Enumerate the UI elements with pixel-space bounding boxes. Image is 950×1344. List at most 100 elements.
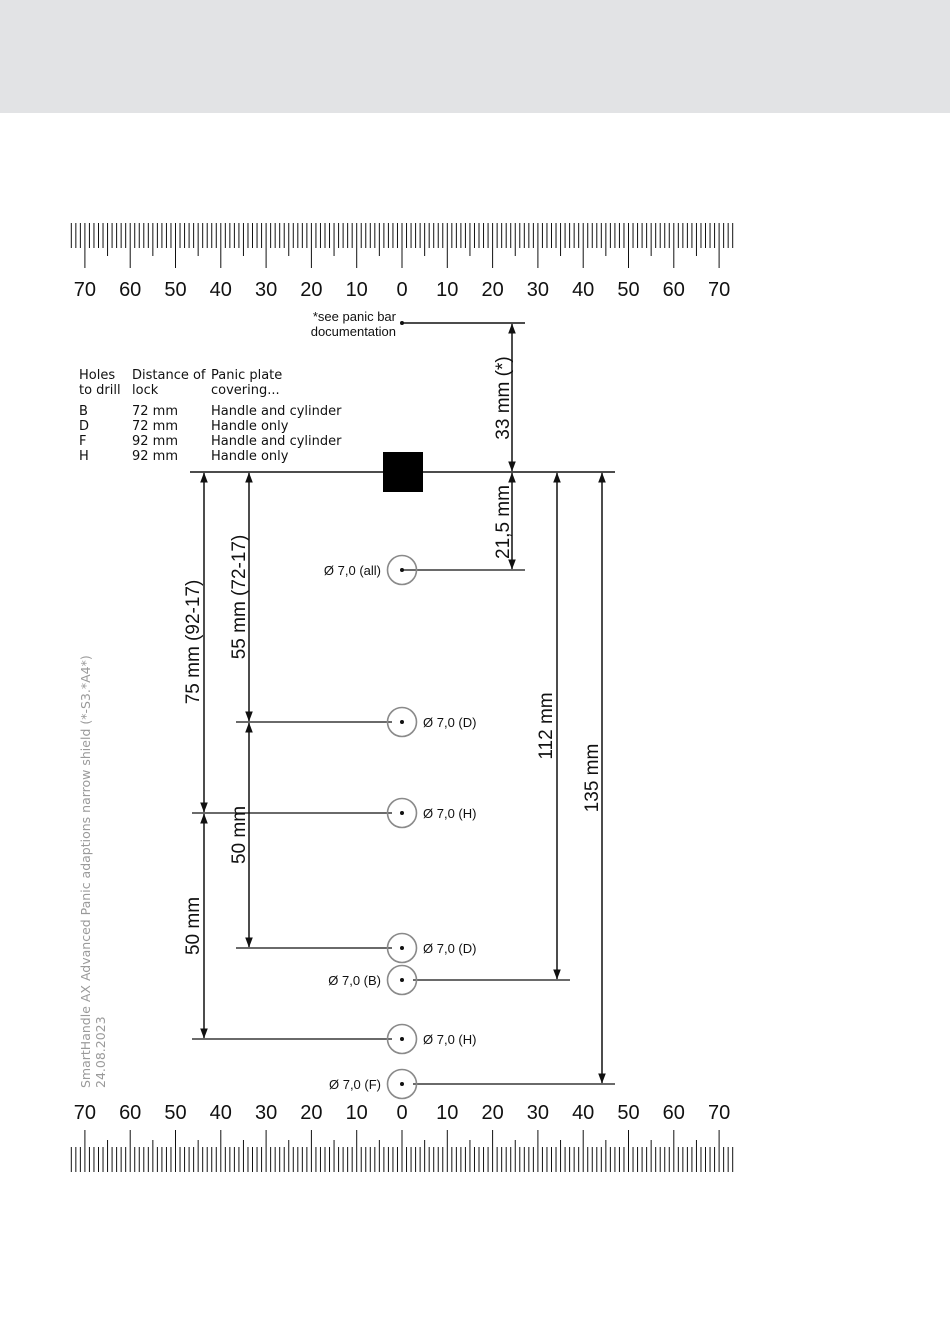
extension-lines	[192, 569, 615, 1085]
ruler-label: 70	[74, 279, 96, 301]
dim-21-5-label: 21,5 mm	[493, 485, 514, 559]
ruler-label: 60	[663, 1102, 685, 1124]
ruler-label: 30	[255, 1102, 277, 1124]
ruler-label: 40	[572, 1102, 594, 1124]
legend-hole: B	[79, 404, 88, 419]
hole-f: Ø 7,0 (F)	[329, 1068, 418, 1100]
document-caption: SmartHandle AX Advanced Panic adaptions …	[78, 628, 108, 1088]
hole-center-dot	[400, 811, 404, 815]
legend-hole: F	[79, 434, 87, 449]
ruler-label: 60	[119, 279, 141, 301]
hole-ring	[386, 797, 418, 829]
ruler-label: 30	[527, 279, 549, 301]
legend-row: D 72 mm Handle only	[79, 419, 341, 434]
hole-center-dot	[400, 1037, 404, 1041]
legend-distance: 92 mm	[132, 449, 179, 464]
hole-ring	[386, 1068, 418, 1100]
legend-covering: Handle and cylinder	[211, 434, 342, 449]
ruler-label: 20	[481, 279, 503, 301]
note-line-1: *see panic bar	[313, 309, 397, 324]
ruler-label: 0	[396, 1102, 407, 1124]
ruler-label: 10	[436, 1102, 458, 1124]
ruler-label: 60	[119, 1102, 141, 1124]
hole-ring	[386, 554, 418, 586]
legend-row: F 92 mm Handle and cylinder	[79, 434, 341, 449]
lock-cylinder-block	[383, 452, 423, 492]
dimension-labels: 33 mm (*) 21,5 mm 75 mm (92-17) 55 mm (7…	[183, 356, 603, 955]
ruler-label: 60	[663, 279, 685, 301]
hole-all: Ø 7,0 (all)	[324, 554, 418, 586]
caption-date: 24.08.2023	[93, 1016, 108, 1088]
note-line-2: documentation	[311, 324, 396, 339]
hole-ring	[386, 1023, 418, 1055]
header-band	[0, 0, 950, 113]
hole-center-dot	[400, 978, 404, 982]
hole-label: Ø 7,0 (H)	[423, 806, 476, 821]
hole-ring	[386, 964, 418, 996]
dim-75-label: 75 mm (92-17)	[183, 580, 204, 705]
legend-hole: H	[79, 449, 89, 464]
ruler-label: 30	[255, 279, 277, 301]
legend-header-holes: Holes to drill	[79, 368, 121, 398]
hole-label: Ø 7,0 (H)	[423, 1032, 476, 1047]
ruler-label: 30	[527, 1102, 549, 1124]
dim-50-outer-label: 50 mm	[183, 897, 204, 955]
hole-center-dot	[400, 720, 404, 724]
panic-bar-note: *see panic bar documentation	[311, 309, 525, 339]
hole-label: Ø 7,0 (D)	[423, 715, 476, 730]
legend-distance: 72 mm	[132, 419, 179, 434]
dim-135-label: 135 mm	[582, 744, 603, 813]
dim-112-label: 112 mm	[536, 692, 557, 759]
hole-center-dot	[400, 1082, 404, 1086]
hole-label: Ø 7,0 (all)	[324, 563, 381, 578]
ruler-label: 10	[346, 279, 368, 301]
legend-covering: Handle only	[211, 419, 289, 434]
ruler-label: 70	[708, 279, 730, 301]
ruler-label: 10	[346, 1102, 368, 1124]
legend-hole: D	[79, 419, 90, 434]
ruler-label: 20	[481, 1102, 503, 1124]
hole-d-2: Ø 7,0 (D)	[386, 932, 476, 964]
ruler-label: 40	[210, 279, 232, 301]
ruler-label: 50	[164, 279, 186, 301]
hole-ring	[386, 932, 418, 964]
caption-title: SmartHandle AX Advanced Panic adaptions …	[78, 655, 93, 1088]
hole-label: Ø 7,0 (B)	[328, 973, 381, 988]
ruler-label: 20	[300, 1102, 322, 1124]
legend-header-covering: Panic plate covering...	[211, 368, 283, 398]
legend-covering: Handle and cylinder	[211, 404, 342, 419]
hole-center-dot	[400, 946, 404, 950]
ruler-label: 0	[396, 279, 407, 301]
legend-covering: Handle only	[211, 449, 289, 464]
legend-header-distance: Distance of lock	[132, 368, 206, 398]
ruler-label: 20	[300, 279, 322, 301]
legend-table: Holes to drill Distance of lock Panic pl…	[79, 368, 341, 464]
ruler-label: 50	[617, 1102, 639, 1124]
ruler-label: 40	[210, 1102, 232, 1124]
legend-row: H 92 mm Handle only	[79, 449, 341, 464]
hole-b: Ø 7,0 (B)	[328, 964, 418, 996]
hole-h-2: Ø 7,0 (H)	[386, 1023, 476, 1055]
legend-distance: 92 mm	[132, 434, 179, 449]
ruler-label: 70	[74, 1102, 96, 1124]
hole-h-1: Ø 7,0 (H)	[386, 797, 476, 829]
dimension-arrows	[200, 323, 606, 1084]
ruler-label: 10	[436, 279, 458, 301]
bottom-ruler: 70 60 50 40 30 20 10 0 10 20 30 40 50 60 70	[70, 1102, 734, 1172]
hole-ring	[386, 706, 418, 738]
hole-label: Ø 7,0 (D)	[423, 941, 476, 956]
ruler-label: 50	[164, 1102, 186, 1124]
dim-33-label: 33 mm (*)	[493, 356, 514, 439]
hole-label: Ø 7,0 (F)	[329, 1077, 381, 1092]
drill-holes: Ø 7,0 (all) Ø 7,0 (D) Ø 7,0 (H) Ø 7,0 (D…	[324, 554, 476, 1100]
hole-center-dot	[400, 568, 404, 572]
ruler-label: 50	[617, 279, 639, 301]
dim-55-label: 55 mm (72-17)	[229, 535, 250, 660]
legend-distance: 72 mm	[132, 404, 179, 419]
ruler-label: 70	[708, 1102, 730, 1124]
hole-d-1: Ø 7,0 (D)	[386, 706, 476, 738]
dim-50-inner-label: 50 mm	[229, 806, 250, 864]
legend-row: B 72 mm Handle and cylinder	[79, 404, 341, 419]
